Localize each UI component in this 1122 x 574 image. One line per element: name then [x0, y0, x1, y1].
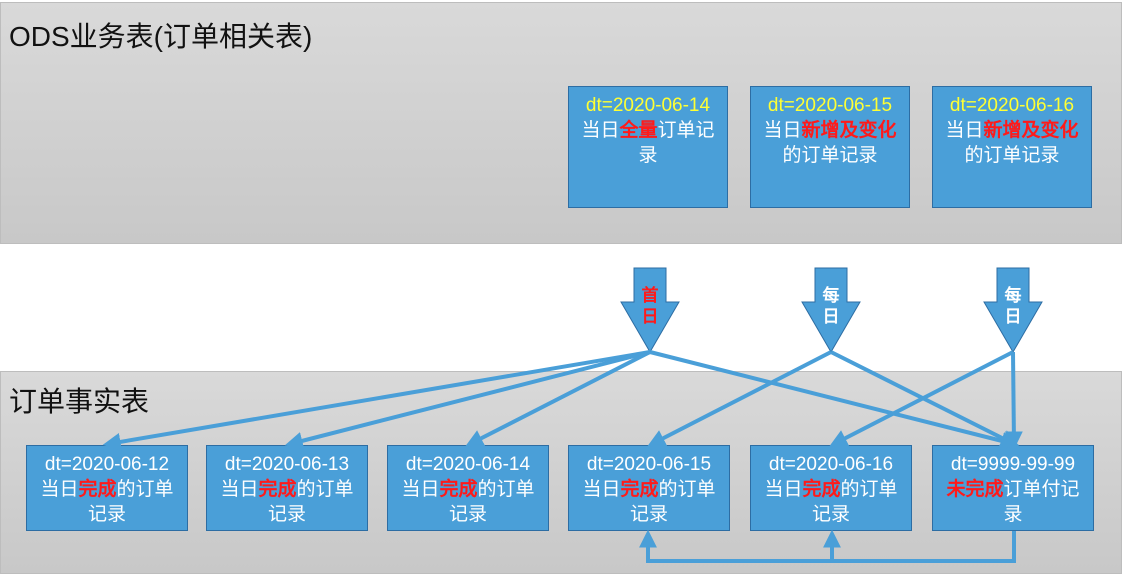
fact-partition-box: dt=2020-06-14 当日完成的订单记录	[387, 445, 549, 531]
partition-date: dt=2020-06-14	[585, 95, 711, 116]
partition-date: dt=2020-06-15	[586, 454, 712, 475]
partition-date: dt=2020-06-13	[224, 454, 350, 475]
connector-line	[647, 350, 832, 447]
arrow-label-daily: 每日	[822, 286, 840, 326]
partition-desc: 当日完成的订单记录	[220, 479, 354, 525]
partition-date: dt=2020-06-15	[767, 95, 893, 116]
partition-desc: 当日新增及变化的订单记录	[763, 120, 897, 166]
ods-layer-title: ODS业务表(订单相关表)	[9, 21, 313, 52]
partition-desc: 当日完成的订单记录	[40, 479, 174, 525]
partition-date: dt=2020-06-16	[949, 95, 1075, 116]
partition-desc: 当日完成的订单记录	[582, 479, 716, 525]
daily-load-arrow	[983, 267, 1043, 353]
fact-layer-title: 订单事实表	[9, 386, 150, 417]
connector-line	[284, 350, 651, 450]
partition-desc: 当日完成的订单记录	[401, 479, 535, 525]
partition-date: dt=2020-06-14	[405, 454, 531, 475]
partition-desc: 未完成订单付记录	[946, 479, 1080, 525]
connector-line	[1004, 351, 1023, 450]
connector-line	[102, 350, 651, 451]
ods-partition-box: dt=2020-06-16 当日新增及变化的订单记录	[932, 86, 1092, 208]
connector-line	[649, 350, 1020, 450]
daily-load-arrow	[801, 267, 861, 353]
connector-line	[829, 350, 1014, 447]
partition-desc: 当日完成的订单记录	[764, 479, 898, 525]
first-day-load-arrow	[620, 267, 680, 353]
partition-date: dt=9999-99-99	[950, 454, 1076, 475]
fact-partition-box: dt=2020-06-15 当日完成的订单记录	[568, 445, 730, 531]
connector-line	[465, 350, 651, 447]
ods-partition-box: dt=2020-06-15 当日新增及变化的订单记录	[750, 86, 910, 208]
fact-partition-box: dt=2020-06-13 当日完成的订单记录	[206, 445, 368, 531]
fact-partition-box: dt=9999-99-99 未完成订单付记录	[932, 445, 1094, 531]
partition-desc: 当日新增及变化的订单记录	[945, 120, 1079, 166]
partition-desc: 当日全量订单记录	[581, 120, 715, 166]
arrow-label-first-day: 首日	[641, 286, 659, 326]
arrow-label-daily: 每日	[1004, 286, 1022, 326]
ods-partition-box: dt=2020-06-14 当日全量订单记录	[568, 86, 728, 208]
partition-date: dt=2020-06-16	[768, 454, 894, 475]
partition-date: dt=2020-06-12	[44, 454, 170, 475]
fact-partition-box: dt=2020-06-12 当日完成的订单记录	[26, 445, 188, 531]
